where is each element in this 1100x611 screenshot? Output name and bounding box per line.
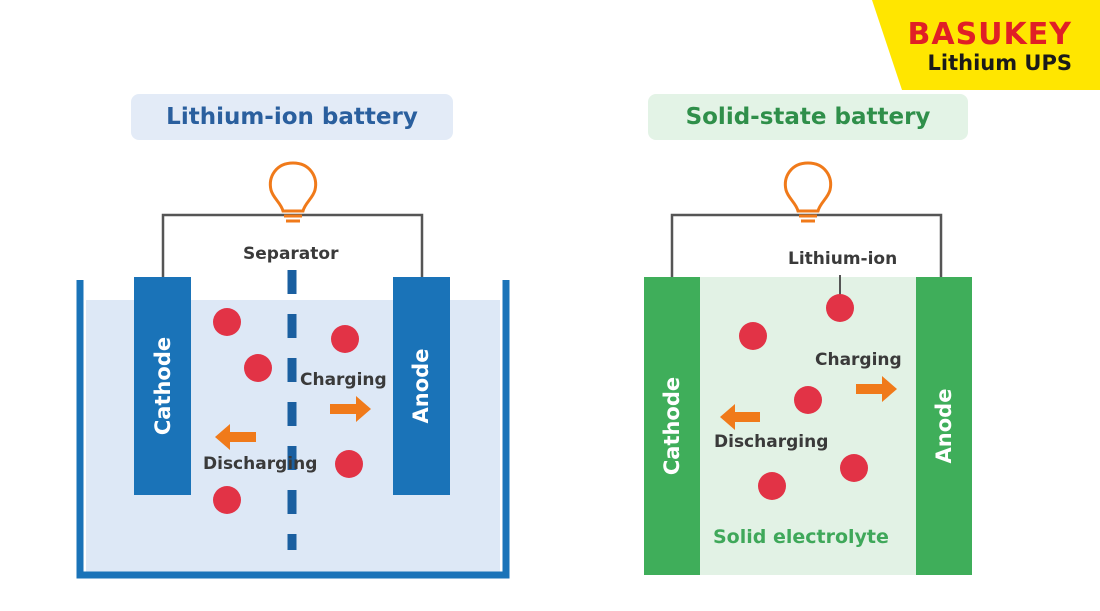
left-discharging-label: Discharging — [203, 454, 318, 474]
brand-subtitle: Lithium UPS — [927, 51, 1072, 75]
left-anode-plate — [393, 277, 450, 495]
arrow-icon — [720, 404, 760, 430]
lithium-ion-dot — [794, 386, 822, 414]
arrow-icon — [330, 396, 371, 422]
lithium-ion-dot — [213, 308, 241, 336]
lithium-ion-dot — [335, 450, 363, 478]
lithium-ion-diagram — [76, 161, 510, 579]
lithium-ion-dot — [739, 322, 767, 350]
right-discharging-label: Discharging — [714, 432, 829, 452]
solid-electrolyte-label: Solid electrolyte — [713, 526, 889, 548]
left-container — [76, 280, 510, 579]
right-electrolyte — [700, 277, 916, 575]
arrow-icon — [856, 376, 897, 402]
separator-label: Separator — [243, 244, 339, 264]
lithium-ion-title: Lithium-ion battery — [131, 94, 453, 140]
right-cathode-plate — [644, 277, 700, 575]
left-charging-label: Charging — [300, 370, 387, 390]
lithium-ion-dot — [758, 472, 786, 500]
left-anode-label: Anode — [409, 348, 433, 424]
lithium-ion-dot — [826, 294, 854, 322]
lithium-ion-dot — [331, 325, 359, 353]
badge-background — [872, 0, 1100, 90]
brand-badge — [872, 0, 1100, 90]
lithium-ion-label: Lithium-ion — [788, 249, 898, 269]
right-cathode-label: Cathode — [660, 376, 684, 476]
left-cathode-label: Cathode — [151, 336, 175, 436]
left-cathode-plate — [134, 277, 191, 495]
lightbulb-icon — [268, 161, 318, 223]
right-charging-label: Charging — [815, 350, 902, 370]
lithium-ion-dot — [840, 454, 868, 482]
lithium-ion-dot — [244, 354, 272, 382]
solid-state-diagram — [644, 161, 972, 575]
lightbulb-icon — [783, 161, 833, 223]
right-anode-plate — [916, 277, 972, 575]
right-anode-label: Anode — [932, 388, 956, 464]
brand-logo: BASUKEY — [907, 17, 1072, 52]
solid-state-title: Solid-state battery — [648, 94, 968, 140]
lithium-ion-dot — [213, 486, 241, 514]
arrow-icon — [215, 424, 256, 450]
